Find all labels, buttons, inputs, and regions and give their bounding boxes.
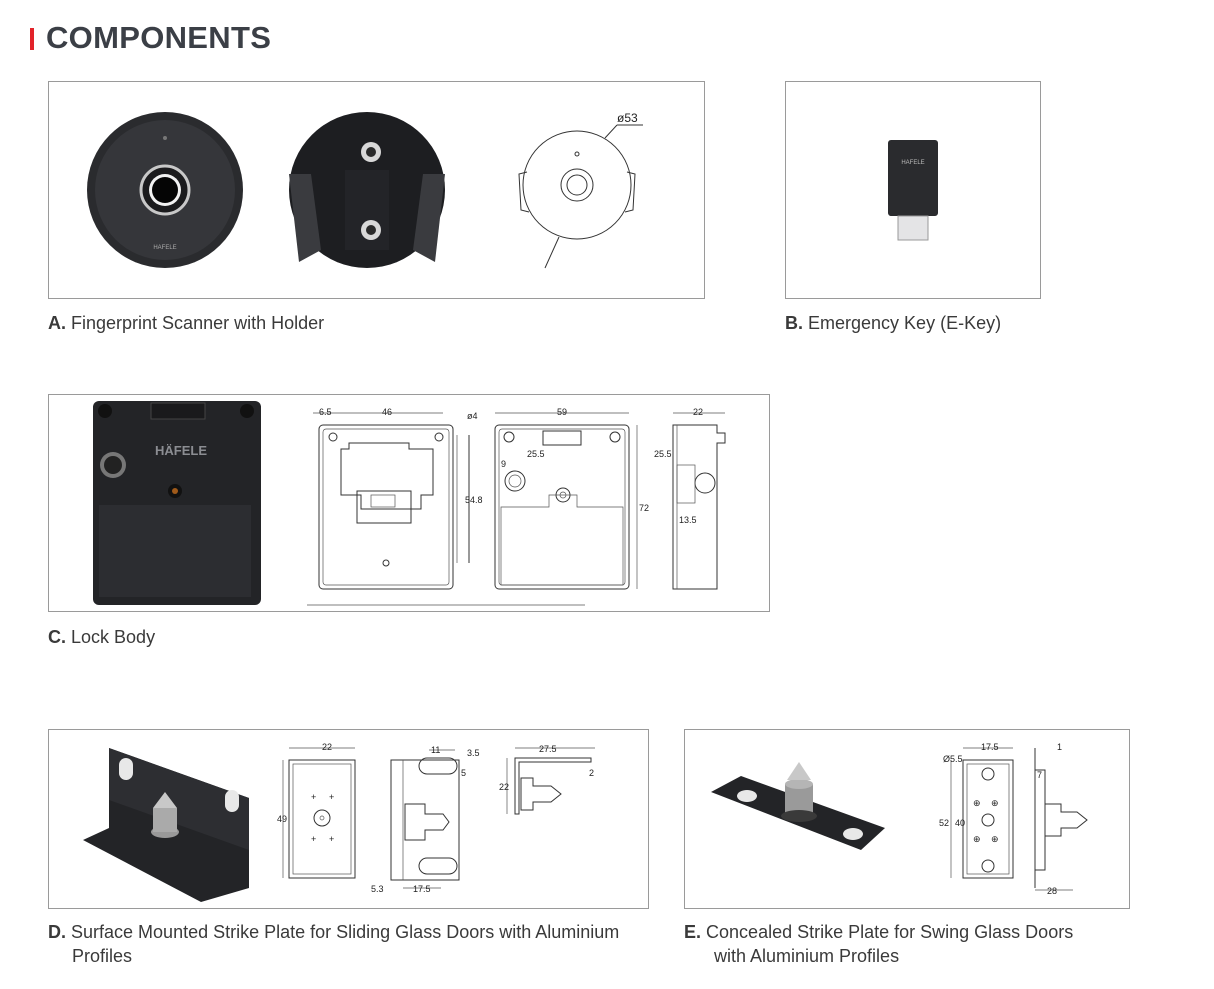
svg-text:⊕: ⊕ <box>973 798 981 808</box>
emergency-key-illustration: HAFELE <box>888 140 938 241</box>
svg-text:⊕: ⊕ <box>973 834 981 844</box>
fingerprint-scanner-illustration: HAFELE ø53 <box>87 111 643 269</box>
dim-e-2: Ø5.5 <box>943 754 963 764</box>
dim-c-9: 22 <box>693 407 703 417</box>
dim-c-6: 25.5 <box>527 449 545 459</box>
dim-c-11: 13.5 <box>679 515 697 525</box>
panel-surface-strike-plate: + + + + 22 49 11 3.5 5 5.3 17.5 <box>48 729 649 909</box>
surface-plate-drawing-front: + + + + 22 49 <box>277 742 356 879</box>
dim-d-2: 49 <box>277 814 287 824</box>
caption-d-line2: Profiles <box>72 946 133 966</box>
title-accent-bar <box>30 28 34 50</box>
dim-d-9: 2 <box>589 768 594 778</box>
dim-d-8: 27.5 <box>539 744 557 754</box>
surface-plate-drawing-side: 11 3.5 5 5.3 17.5 <box>371 745 480 894</box>
caption-c-label: Lock Body <box>71 627 156 647</box>
caption-e-line1: Concealed Strike Plate for Swing Glass D… <box>706 922 1074 942</box>
dim-diameter: ø53 <box>617 111 638 125</box>
dim-d-4: 3.5 <box>467 748 480 758</box>
page-title: COMPONENTS <box>46 20 272 55</box>
lock-body-drawing-side: 22 25.5 13.5 <box>654 407 726 590</box>
dim-e-3: 52 <box>939 818 949 828</box>
svg-text:+: + <box>311 834 316 844</box>
caption-a: A. Fingerprint Scanner with Holder <box>48 313 325 333</box>
panel-lock-body: HÄFELE 6.5 46 ø4 54.8 <box>48 394 770 612</box>
dim-d-5: 5 <box>461 768 466 778</box>
dim-e-4: 40 <box>955 818 965 828</box>
dim-c-8: 72 <box>639 503 649 513</box>
dim-e-6: 7 <box>1037 770 1042 780</box>
svg-text:+: + <box>329 792 334 802</box>
lock-body-drawing-back: 59 25.5 9 72 <box>494 407 649 590</box>
svg-text:⊕: ⊕ <box>991 798 999 808</box>
dim-e-7: 28 <box>1047 886 1057 896</box>
panel-fingerprint-scanner: HAFELE ø53 <box>48 81 705 299</box>
surface-plate-drawing-top: 27.5 2 22 <box>499 744 595 815</box>
dim-d-1: 22 <box>322 742 332 752</box>
panel-concealed-strike-plate: ⊕ ⊕ ⊕ ⊕ 17.5 Ø5.5 52 40 1 7 28 <box>684 729 1130 909</box>
concealed-plate-drawing-side: 1 7 28 <box>1034 742 1088 896</box>
lock-body-illustration: HÄFELE 6.5 46 ø4 54.8 <box>93 401 726 606</box>
svg-text:⊕: ⊕ <box>991 834 999 844</box>
surface-strike-plate-illustration: + + + + 22 49 11 3.5 5 5.3 17.5 <box>83 742 595 902</box>
dim-c-5: 59 <box>557 407 567 417</box>
dim-c-2: 46 <box>382 407 392 417</box>
concealed-plate-drawing-front: ⊕ ⊕ ⊕ ⊕ 17.5 Ø5.5 52 40 <box>939 742 1014 879</box>
dim-c-10: 25.5 <box>654 449 672 459</box>
scanner-technical-drawing: ø53 <box>518 111 643 269</box>
concealed-strike-plate-illustration: ⊕ ⊕ ⊕ ⊕ 17.5 Ø5.5 52 40 1 7 28 <box>711 742 1088 896</box>
panel-emergency-key: HAFELE <box>785 81 1041 299</box>
svg-text:+: + <box>311 792 316 802</box>
dim-e-1: 17.5 <box>981 742 999 752</box>
caption-e: E. Concealed Strike Plate for Swing Glas… <box>684 920 1129 968</box>
scanner-brand-label: HAFELE <box>153 245 176 251</box>
dim-d-6: 5.3 <box>371 884 384 894</box>
caption-b-label: Emergency Key (E-Key) <box>808 313 1002 333</box>
caption-e-line2: with Aluminium Profiles <box>714 946 900 966</box>
lock-body-drawing-front: 6.5 46 ø4 54.8 <box>307 407 585 606</box>
svg-text:+: + <box>329 834 334 844</box>
caption-b: B. Emergency Key (E-Key) <box>785 313 1002 333</box>
ekey-brand-label: HAFELE <box>901 160 924 166</box>
dim-d-10: 22 <box>499 782 509 792</box>
caption-c: C. Lock Body <box>48 627 156 647</box>
dim-c-3: ø4 <box>467 411 478 421</box>
dim-d-7: 17.5 <box>413 884 431 894</box>
dim-e-5: 1 <box>1057 742 1062 752</box>
lockbody-brand-label: HÄFELE <box>155 443 207 458</box>
caption-a-label: Fingerprint Scanner with Holder <box>71 313 325 333</box>
dim-d-3: 11 <box>431 745 440 755</box>
caption-d-line1: Surface Mounted Strike Plate for Sliding… <box>71 922 620 942</box>
dim-c-4: 54.8 <box>465 495 483 505</box>
caption-d: D. Surface Mounted Strike Plate for Slid… <box>48 920 653 968</box>
dim-c-7: 9 <box>501 459 506 469</box>
dim-c-1: 6.5 <box>319 407 332 417</box>
